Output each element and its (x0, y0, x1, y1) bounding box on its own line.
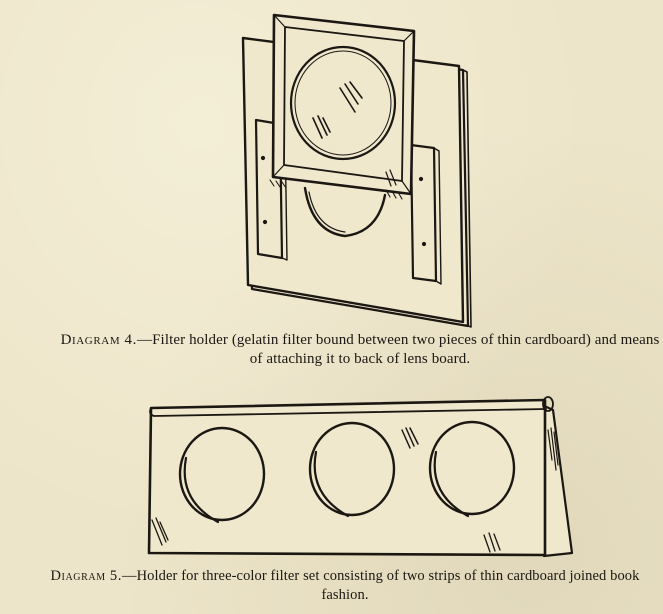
tack (418, 176, 424, 182)
tack (260, 155, 266, 161)
filter-opening-1 (178, 426, 266, 522)
diagram-5-text: —Holder for three-color filter set consi… (122, 568, 640, 603)
diagram-4-label: Diagram 4. (60, 332, 138, 348)
filter-opening-2 (308, 421, 396, 517)
filter-strip-back (538, 402, 574, 558)
gelatin-filter-disc (289, 45, 397, 161)
diagram-4-caption: Diagram 4.—Filter holder (gelatin filter… (60, 331, 660, 369)
tack (262, 219, 268, 225)
diagram-4-text: —Filter holder (gelatin filter bound bet… (137, 332, 660, 367)
lens-opening (303, 186, 387, 238)
tack (421, 241, 427, 247)
filter-opening-3 (428, 420, 516, 516)
diagram-5-label: Diagram 5. (50, 568, 123, 584)
hinge-edge (149, 407, 547, 417)
diagram-5-caption: Diagram 5.—Holder for three-color filter… (40, 567, 650, 605)
